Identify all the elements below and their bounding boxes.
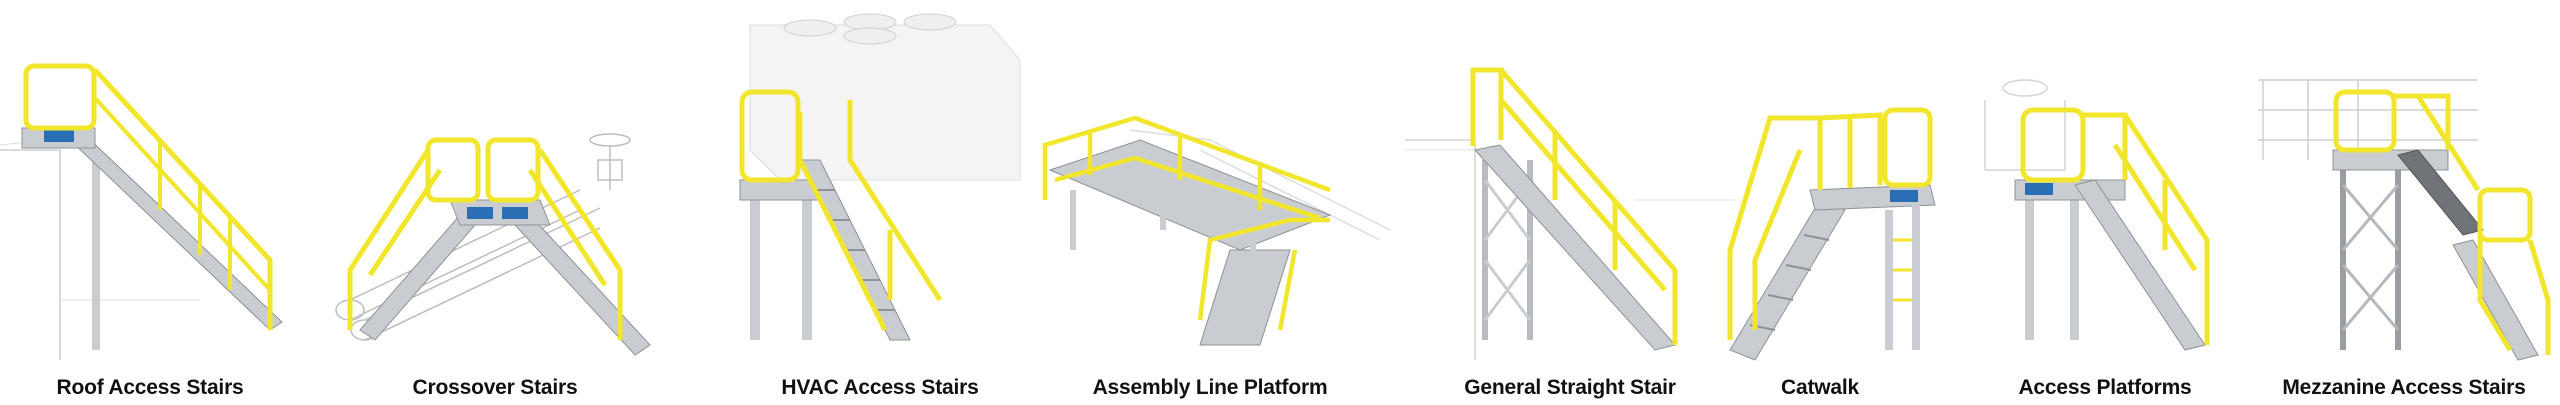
crossover-icon [335, 133, 651, 356]
product-access-platforms[interactable]: Access Platforms [1975, 0, 2235, 405]
product-label[interactable]: Assembly Line Platform [1092, 376, 1328, 399]
platform-icon [1042, 115, 1391, 346]
product-mezzanine-access-stairs[interactable]: Mezzanine Access Stairs [2248, 0, 2560, 405]
product-label[interactable]: Crossover Stairs [412, 376, 578, 399]
product-general-straight-stair[interactable]: General Straight Stair [1405, 0, 1735, 405]
product-assembly-line-platform[interactable]: Assembly Line Platform [1030, 0, 1391, 405]
product-label[interactable]: HVAC Access Stairs [781, 376, 979, 399]
product-label[interactable]: Access Platforms [2018, 376, 2192, 399]
hvac-stair-icon [739, 13, 1021, 341]
product-crossover-stairs[interactable]: Crossover Stairs [330, 0, 660, 405]
product-label[interactable]: Roof Access Stairs [56, 376, 244, 399]
product-catwalk[interactable]: Catwalk [1700, 0, 1940, 405]
product-label[interactable]: General Straight Stair [1464, 376, 1676, 399]
mezzanine-icon [2258, 79, 2551, 361]
straight-stair-icon [1405, 67, 1735, 360]
access-platform-icon [1984, 79, 2210, 351]
stair-icon [0, 63, 283, 360]
product-hvac-access-stairs[interactable]: HVAC Access Stairs [720, 0, 1040, 405]
product-roof-access-stairs[interactable]: Roof Access Stairs [0, 0, 300, 405]
catwalk-icon [1727, 107, 1936, 361]
product-label[interactable]: Catwalk [1781, 376, 1859, 399]
product-label[interactable]: Mezzanine Access Stairs [2282, 376, 2526, 399]
